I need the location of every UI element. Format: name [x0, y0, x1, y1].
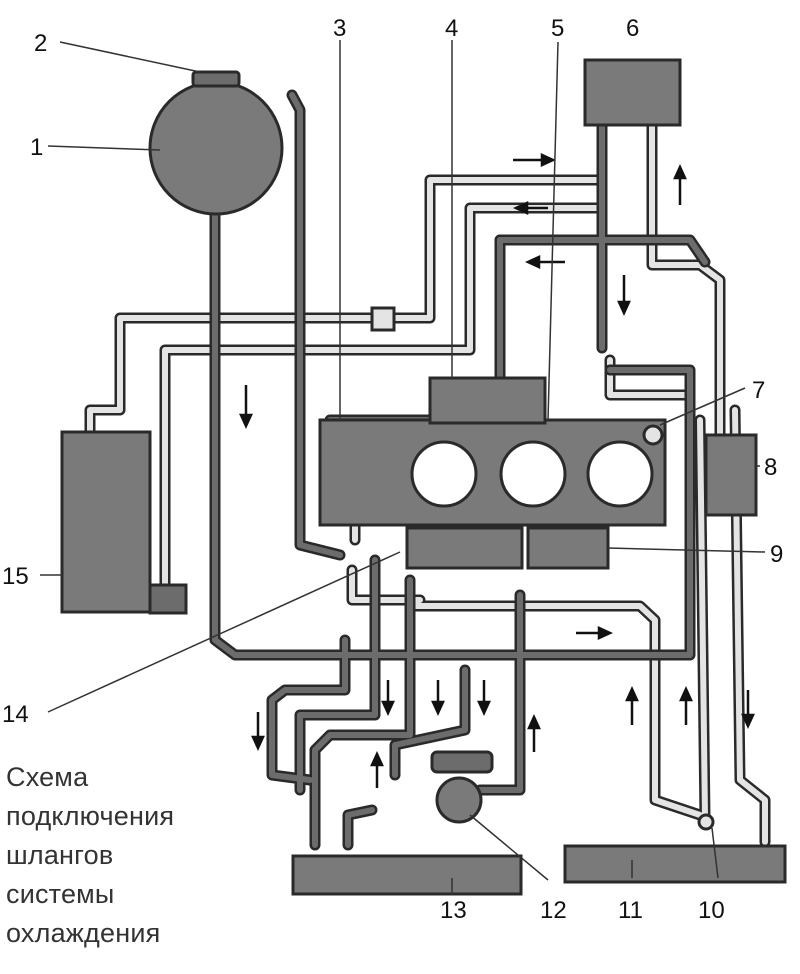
top-unit — [583, 58, 682, 127]
heater-radiator — [60, 430, 152, 614]
tank-cap — [191, 70, 241, 88]
cylinder-1 — [410, 440, 478, 508]
diagram-caption: Схема подключения шлангов системы охлажд… — [6, 758, 174, 953]
callout-3: 3 — [333, 15, 346, 42]
callout-4: 4 — [445, 15, 458, 42]
leader-lines — [40, 40, 766, 894]
callout-5: 5 — [551, 15, 564, 42]
callout-9: 9 — [770, 541, 783, 568]
lower-block-right — [526, 526, 610, 570]
callout-8: 8 — [764, 454, 777, 481]
callout-15: 15 — [2, 563, 29, 590]
cylinder-2 — [499, 440, 567, 508]
radiator-left — [291, 854, 523, 896]
callout-13: 13 — [440, 897, 467, 924]
throttle-housing — [428, 376, 547, 425]
caption-line: системы — [6, 879, 115, 909]
temperature-sensor — [642, 424, 664, 446]
thermostat-housing — [704, 433, 758, 517]
pump-top — [430, 750, 494, 774]
caption-line: шлангов — [6, 840, 114, 870]
valve — [697, 813, 715, 831]
caption-line: подключения — [6, 801, 175, 831]
callout-12: 12 — [540, 897, 567, 924]
hose-coupling — [370, 306, 396, 332]
components — [60, 58, 787, 896]
callout-1: 1 — [30, 134, 43, 161]
callout-14: 14 — [2, 701, 29, 728]
callout-6: 6 — [626, 15, 639, 42]
caption-line: Схема — [6, 762, 89, 792]
lower-block-left — [405, 526, 524, 570]
caption-line: охлаждения — [6, 918, 161, 948]
callout-2: 2 — [34, 30, 47, 57]
heater-radiator-tank — [148, 583, 188, 615]
callout-numbers: 1 2 3 4 5 6 7 8 9 10 11 12 13 14 15 — [2, 15, 783, 924]
cylinder-3 — [586, 440, 654, 508]
flow-arrows — [239, 153, 755, 788]
pump — [435, 776, 483, 824]
expansion-tank — [148, 80, 284, 216]
radiator-right — [563, 844, 787, 884]
callout-11: 11 — [618, 897, 643, 924]
callout-10: 10 — [698, 897, 725, 924]
callout-7: 7 — [752, 377, 765, 404]
